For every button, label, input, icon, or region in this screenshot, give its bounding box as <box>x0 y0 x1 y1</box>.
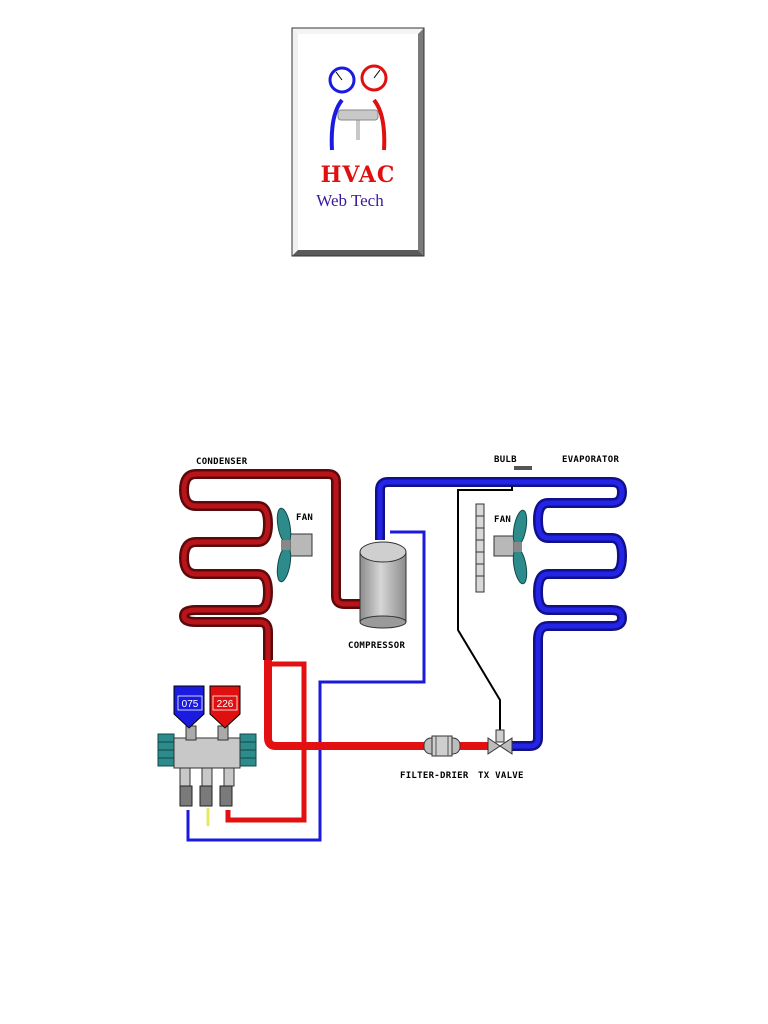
low-side-gauge-line <box>186 530 426 842</box>
bulb-label: BULB <box>494 455 517 465</box>
manifold-gauge-logo-icon <box>328 64 388 151</box>
filter-drier <box>423 735 461 757</box>
compressor <box>359 541 407 629</box>
tx-valve <box>487 729 513 755</box>
evaporator-fan-label: FAN <box>494 515 511 525</box>
logo-title: HVAC <box>321 162 396 188</box>
manifold-gauge-set <box>157 725 257 807</box>
filter-drier-label: FILTER-DRIER <box>400 771 469 781</box>
sensing-bulb <box>514 466 532 470</box>
condenser-fan <box>276 507 313 583</box>
high-side-gauge-line <box>225 661 307 823</box>
evaporator-fan <box>493 509 528 585</box>
evaporator-fin-strip <box>475 503 485 593</box>
high-side-gauge: 226 <box>209 685 241 729</box>
evaporator-label: EVAPORATOR <box>562 455 619 465</box>
port-fittings <box>179 785 233 807</box>
hvac-web-tech-logo: HVAC Web Tech <box>291 27 425 257</box>
tx-valve-label: TX VALVE <box>478 771 524 781</box>
condenser-label: CONDENSER <box>196 457 248 467</box>
logo-subtitle: Web Tech <box>316 191 384 210</box>
condenser-fan-label: FAN <box>296 513 313 523</box>
high-side-gauge-reading: 226 <box>217 699 234 710</box>
compressor-label: COMPRESSOR <box>348 641 405 651</box>
low-side-gauge-reading: 075 <box>182 699 199 710</box>
tx-valve-capillary <box>457 486 513 732</box>
low-side-gauge: 075 <box>173 685 205 729</box>
